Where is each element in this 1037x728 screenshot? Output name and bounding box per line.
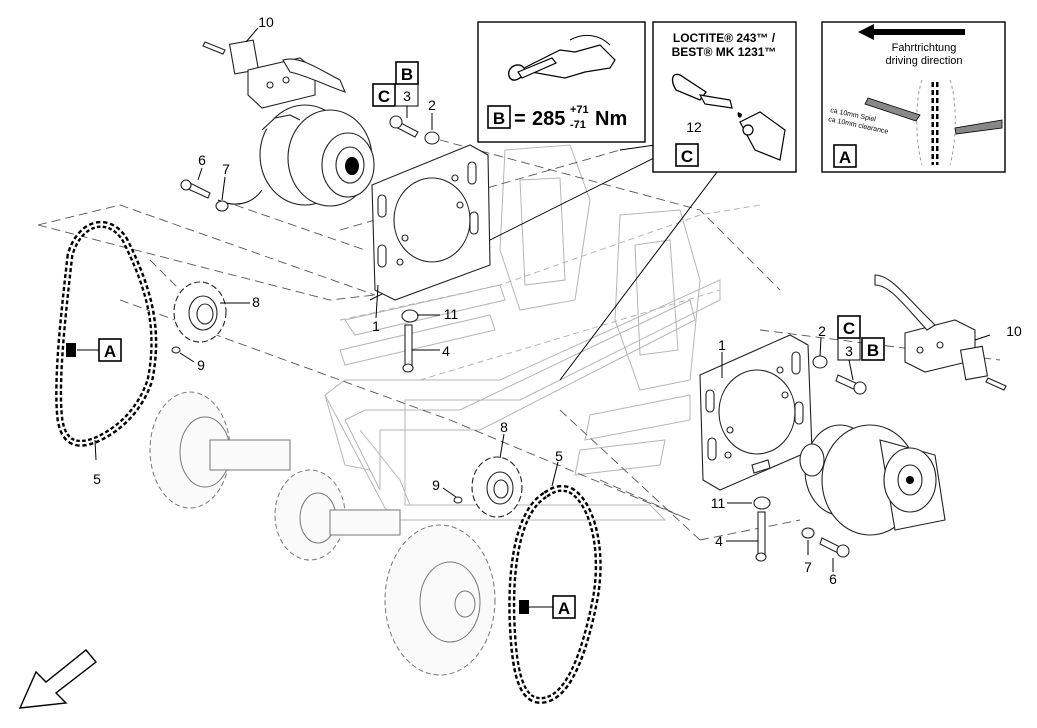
direction-label-en: driving direction (885, 55, 962, 67)
callout-10-right: 10 (1006, 323, 1022, 339)
marker-b-c-top: B C (372, 61, 419, 118)
machine-frame-ghost (339, 144, 761, 391)
direction-ref-label: A (839, 148, 851, 167)
marker-a-left: A (77, 338, 122, 362)
callout-11-right: 11 (711, 495, 726, 511)
svg-text:B: B (401, 65, 413, 84)
chain-clearance-icon (864, 79, 1003, 166)
callout-2-right: 2 (818, 323, 826, 339)
bolts-2-3-right (812, 355, 867, 395)
torque-spec-box: B = 285 +71 -71 Nm (477, 21, 646, 143)
sprocket-mid (453, 456, 523, 518)
adhesive-bottle-icon (671, 73, 786, 161)
driving-direction-arrow-icon (858, 24, 965, 40)
svg-text:A: A (104, 342, 116, 361)
callout-3-right: 3 (845, 343, 853, 359)
torque-tol-minus: -71 (570, 119, 586, 131)
drive-chain-mid (508, 484, 602, 704)
valve-block-right (874, 274, 1007, 391)
torque-unit: Nm (595, 108, 627, 130)
torque-value: 285 (532, 108, 565, 130)
callout-1-right: 1 (718, 337, 726, 353)
drive-chain-left (55, 220, 158, 447)
marker-a-mid: A (529, 595, 576, 619)
view-direction-arrow-icon (18, 649, 98, 709)
loctite-ref-label: C (681, 147, 693, 166)
callout-4-right: 4 (715, 533, 723, 549)
callout-9-left: 9 (197, 357, 205, 373)
callout-5-mid: 5 (555, 448, 563, 464)
callout-5-left: 5 (93, 471, 101, 487)
callout-3-top: 3 (403, 88, 411, 104)
loctite-line1: LOCTITE® 243™ / (673, 31, 776, 45)
callout-8-mid: 8 (500, 419, 508, 435)
callout-10-top: 10 (258, 14, 274, 30)
callout-4-left: 4 (442, 343, 450, 359)
bolts-3-2-left (389, 115, 440, 145)
callout-1-left: 1 (372, 318, 380, 334)
bolt-4-nut-11-right (751, 459, 771, 562)
loctite-line2: BEST® MK 1231™ (672, 45, 777, 59)
torque-tol-plus: +71 (570, 104, 589, 116)
callout-7-top: 7 (222, 161, 230, 177)
wrench-hand-icon (508, 34, 616, 81)
ghost-sprocket-left (149, 391, 496, 676)
bolts-7-6-right (801, 527, 850, 558)
loctite-part-number: 12 (686, 119, 702, 135)
callout-6-right: 6 (829, 571, 837, 587)
callout-8-left: 8 (252, 294, 260, 310)
svg-text:C: C (843, 319, 855, 338)
torque-equals: = (514, 108, 526, 130)
bolts-top-left (180, 41, 229, 212)
marker-c-b-right: C B (837, 315, 885, 361)
sprocket-left (171, 281, 227, 354)
direction-label-de: Fahrtrichtung (892, 42, 957, 54)
callout-11-left: 11 (444, 306, 459, 322)
loctite-box: LOCTITE® 243™ / BEST® MK 1231™ 12 C (652, 21, 797, 173)
svg-text:A: A (558, 599, 570, 618)
mounting-plate-right (699, 334, 813, 491)
callouts: 10 3 2 6 7 8 9 5 1 11 4 8 9 5 1 2 3 (93, 14, 1022, 587)
mounting-plate-left (371, 144, 491, 301)
svg-text:C: C (378, 87, 390, 106)
callout-9-mid: 9 (432, 477, 440, 493)
callout-6-top: 6 (198, 152, 206, 168)
hydraulic-motor-left (217, 39, 375, 207)
hydraulic-motor-right (799, 424, 946, 536)
bolt-4-nut-11-left (401, 309, 419, 373)
callout-7-right: 7 (804, 559, 812, 575)
svg-text:B: B (867, 341, 879, 360)
direction-box: Fahrtrichtung driving direction ca 10mm … (821, 21, 1006, 173)
torque-ref-label: B (493, 109, 505, 128)
frame-outline-ghost (324, 279, 721, 521)
callout-2-top: 2 (428, 97, 436, 113)
